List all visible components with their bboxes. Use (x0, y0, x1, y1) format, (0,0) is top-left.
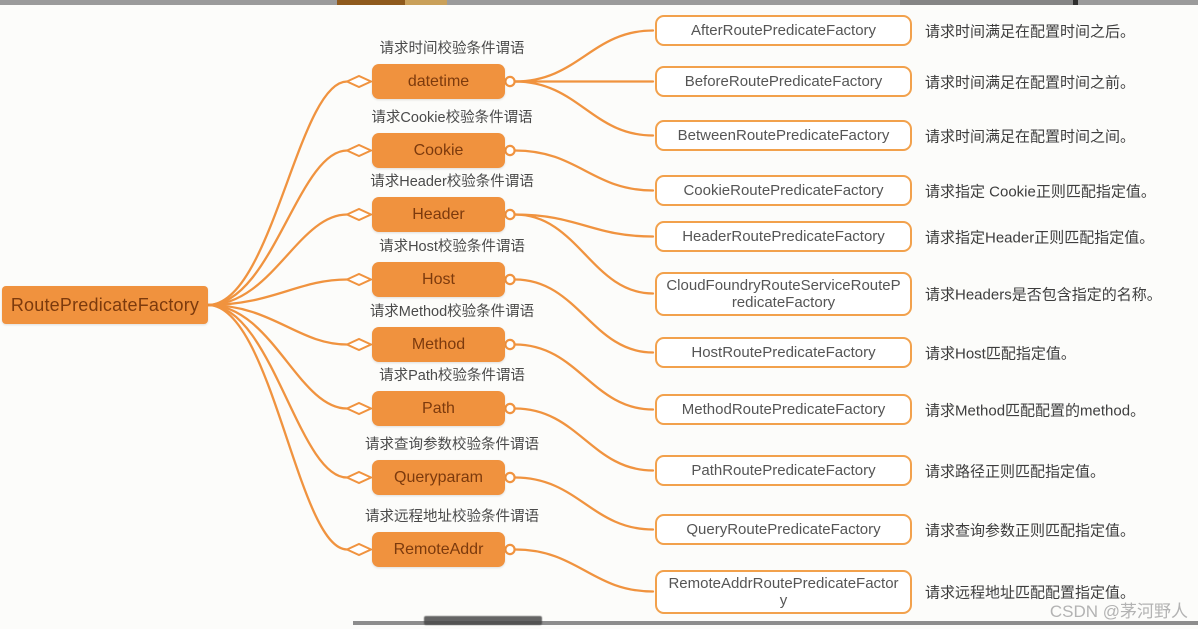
leaf-node-label: BetweenRoutePredicateFactory (677, 127, 890, 144)
branch-caption: 请求Method校验条件谓语 (369, 304, 535, 320)
wire-branch-to-leaf (513, 343, 655, 411)
leaf-node-label: PathRoutePredicateFactory (691, 462, 876, 479)
wire-branch-to-leaf (513, 29, 655, 83)
leaf-description: 请求查询参数正则匹配指定值。 (925, 522, 1136, 539)
expand-circle-icon[interactable] (504, 471, 516, 484)
branch-node-cookie[interactable]: Cookie (372, 133, 505, 168)
leaf-node-pathroutepredicatefactory[interactable]: PathRoutePredicateFactory (655, 455, 912, 486)
branch-node-label: Header (412, 205, 465, 223)
branch-caption: 请求查询参数校验条件谓语 (365, 437, 539, 453)
branch-node-host[interactable]: Host (372, 262, 505, 297)
branch-node-label: Host (422, 270, 455, 288)
leaf-description: 请求Host匹配指定值。 (925, 345, 1076, 362)
wire-branch-to-leaf (513, 278, 655, 354)
expand-circle-icon[interactable] (504, 402, 516, 415)
wire-branch-to-leaf (513, 149, 655, 192)
wire-branch-to-leaf (513, 80, 655, 137)
branch-caption: 请求时间校验条件谓语 (379, 41, 525, 57)
top-bar-tick (1073, 0, 1078, 5)
branch-node-label: datetime (407, 72, 470, 90)
branch-node-datetime[interactable]: datetime (372, 64, 505, 99)
csdn-watermark: CSDN @茅河野人 (1049, 602, 1188, 621)
branch-node-queryparam[interactable]: Queryparam (372, 460, 505, 495)
leaf-node-label: CookieRoutePredicateFactory (683, 182, 884, 199)
branch-node-label: Queryparam (394, 468, 483, 486)
wire-root-to-branch (206, 80, 349, 307)
collapse-diamond-icon[interactable] (344, 542, 374, 557)
leaf-node-headerroutepredicatefactory[interactable]: HeaderRoutePredicateFactory (655, 221, 912, 252)
collapse-diamond-icon[interactable] (344, 401, 374, 416)
branch-caption: 请求远程地址校验条件谓语 (365, 509, 539, 525)
leaf-node-queryroutepredicatefactory[interactable]: QueryRoutePredicateFactory (655, 514, 912, 545)
leaf-node-cookieroutepredicatefactory[interactable]: CookieRoutePredicateFactory (655, 175, 912, 206)
branch-caption: 请求Cookie校验条件谓语 (371, 110, 533, 126)
expand-circle-icon[interactable] (504, 273, 516, 286)
collapse-diamond-icon[interactable] (344, 470, 374, 485)
branch-caption: 请求Header校验条件谓语 (370, 174, 534, 190)
wire-branch-to-leaf (513, 548, 655, 593)
branch-node-label: Method (411, 335, 466, 353)
leaf-description: 请求Method匹配配置的method。 (925, 402, 1146, 419)
root-node-label: RoutePredicateFactory (10, 294, 200, 315)
root-node-routepredicatefactory[interactable]: RoutePredicateFactory (2, 286, 208, 324)
top-bar-segment (405, 0, 447, 5)
branch-caption: 请求Host校验条件谓语 (379, 239, 525, 255)
leaf-node-beforeroutepredicatefactory[interactable]: BeforeRoutePredicateFactory (655, 66, 912, 97)
wire-branch-to-leaf (513, 213, 655, 295)
top-bar-segment (900, 0, 1074, 5)
collapse-diamond-icon[interactable] (344, 74, 374, 89)
leaf-node-cloudfoundryrouteserviceroutepredicatefactory[interactable]: CloudFoundryRouteServiceRoutePredicateFa… (655, 271, 912, 316)
top-bar-segment (337, 0, 405, 5)
leaf-node-betweenroutepredicatefactory[interactable]: BetweenRoutePredicateFactory (655, 120, 912, 151)
collapse-diamond-icon[interactable] (344, 143, 374, 158)
leaf-description: 请求时间满足在配置时间之前。 (925, 74, 1136, 91)
leaf-node-label: MethodRoutePredicateFactory (681, 401, 886, 418)
leaf-node-methodroutepredicatefactory[interactable]: MethodRoutePredicateFactory (655, 394, 912, 425)
collapse-diamond-icon[interactable] (344, 337, 374, 352)
expand-circle-icon[interactable] (504, 144, 516, 157)
wire-root-to-branch (206, 303, 349, 551)
wire-root-to-branch (206, 278, 349, 307)
wire-root-to-branch (206, 303, 349, 479)
top-progress-bar (0, 0, 1198, 5)
leaf-description: 请求时间满足在配置时间之后。 (925, 23, 1136, 40)
leaf-node-label: CloudFoundryRouteServiceRoutePredicateFa… (666, 276, 901, 311)
leaf-node-label: HostRoutePredicateFactory (691, 344, 876, 361)
collapse-diamond-icon[interactable] (344, 207, 374, 222)
wire-root-to-branch (206, 149, 349, 307)
cut-off-bottom-text (424, 616, 542, 625)
leaf-description: 请求路径正则匹配指定值。 (925, 463, 1106, 480)
expand-circle-icon[interactable] (504, 338, 516, 351)
branch-node-header[interactable]: Header (372, 197, 505, 232)
collapse-diamond-icon[interactable] (344, 272, 374, 287)
leaf-node-label: RemoteAddrRoutePredicateFactory (668, 574, 899, 609)
branch-node-label: RemoteAddr (393, 540, 484, 558)
expand-circle-icon[interactable] (504, 543, 516, 556)
branch-node-path[interactable]: Path (372, 391, 505, 426)
leaf-node-label: QueryRoutePredicateFactory (686, 521, 881, 538)
leaf-description: 请求指定 Cookie正则匹配指定值。 (925, 183, 1156, 200)
leaf-description: 请求时间满足在配置时间之间。 (925, 128, 1136, 145)
leaf-node-label: BeforeRoutePredicateFactory (684, 73, 883, 90)
leaf-node-label: AfterRoutePredicateFactory (690, 22, 877, 39)
leaf-description: 请求远程地址匹配配置指定值。 (925, 584, 1136, 601)
branch-node-remoteaddr[interactable]: RemoteAddr (372, 532, 505, 567)
expand-circle-icon[interactable] (504, 208, 516, 221)
wire-root-to-branch (206, 303, 349, 410)
branch-caption: 请求Path校验条件谓语 (379, 368, 525, 384)
branch-node-method[interactable]: Method (372, 327, 505, 362)
branch-node-label: Cookie (413, 141, 464, 159)
wire-branch-to-leaf (513, 213, 655, 238)
leaf-node-afterroutepredicatefactory[interactable]: AfterRoutePredicateFactory (655, 15, 912, 46)
leaf-description: 请求Headers是否包含指定的名称。 (925, 286, 1162, 303)
expand-circle-icon[interactable] (504, 75, 516, 88)
leaf-node-hostroutepredicatefactory[interactable]: HostRoutePredicateFactory (655, 337, 912, 368)
leaf-node-remoteaddrroutepredicatefactory[interactable]: RemoteAddrRoutePredicateFactory (655, 569, 912, 614)
wire-root-to-branch (206, 213, 349, 307)
bottom-divider-line (353, 621, 1198, 625)
leaf-description: 请求指定Header正则匹配指定值。 (925, 229, 1155, 246)
branch-node-label: Path (422, 399, 455, 417)
leaf-node-label: HeaderRoutePredicateFactory (682, 228, 885, 245)
wire-root-to-branch (206, 303, 349, 346)
